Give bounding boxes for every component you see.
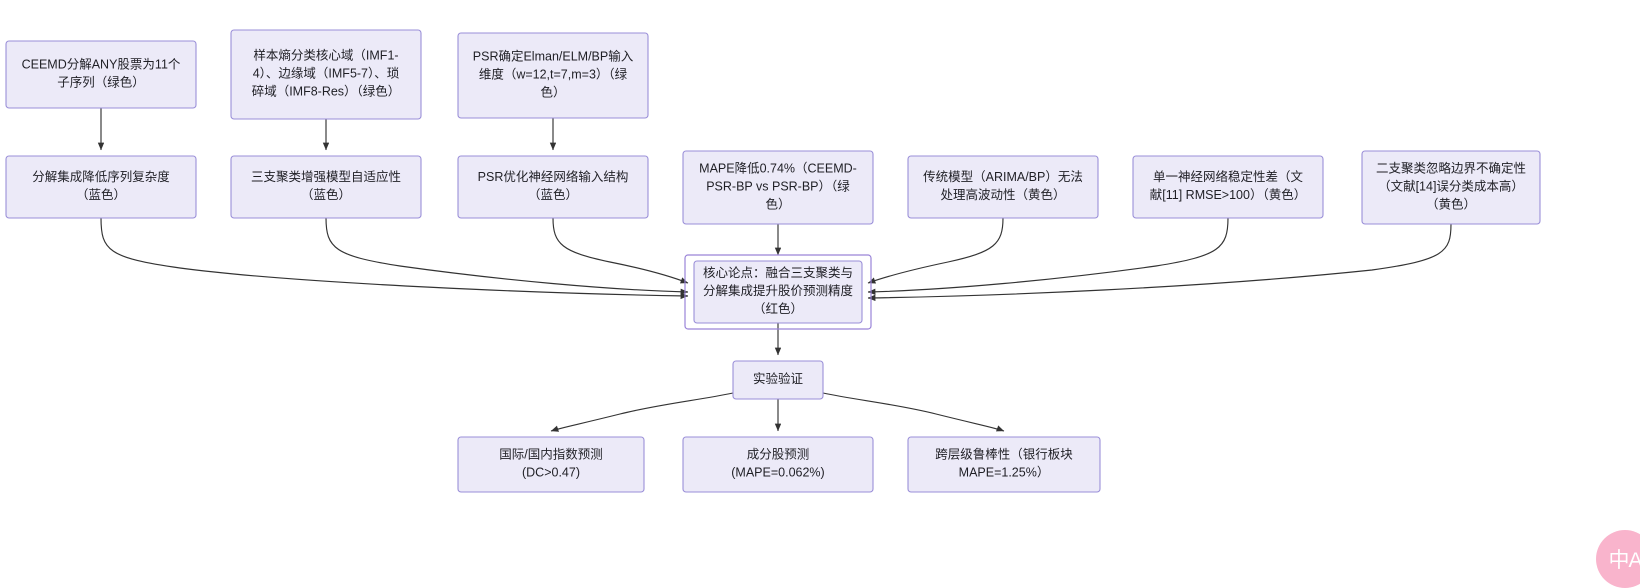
node-box: [907, 155, 1099, 219]
node-box: [693, 260, 863, 324]
node-label: 二支聚类忽略边界不确定性（文献[14]误分类成本高）（黄色）: [1376, 161, 1526, 212]
node-box: [230, 155, 422, 219]
nodes-layer: CEEMD分解ANY股票为11个子序列（绿色） 样本熵分类核心域（IMF1-4）、…: [5, 29, 1541, 493]
node-evidence-entropy[interactable]: 样本熵分类核心域（IMF1-4）、边缘域（IMF5-7）、琐碎域（IMF8-Re…: [230, 29, 422, 120]
node-box: [1361, 150, 1541, 225]
node-label: 三支聚类增强模型自适应性（蓝色）: [251, 169, 401, 202]
node-box: [732, 360, 824, 400]
node-box: [457, 32, 649, 119]
edge-experiment-to-result_robust: [822, 392, 1005, 432]
node-box: [682, 150, 874, 225]
node-label: 成分股预测(MAPE=0.062%): [731, 448, 824, 480]
edge-gap_traditional-to-core_claim: [867, 217, 1004, 284]
node-evidence-ceemd[interactable]: CEEMD分解ANY股票为11个子序列（绿色）: [5, 40, 197, 109]
node-label: PSR优化神经网络输入结构（蓝色）: [478, 169, 629, 202]
edge-experiment-to-result_index: [550, 392, 734, 432]
node-label: PSR确定Elman/ELM/BP输入维度（w=12,t=7,m=3）（绿色）: [473, 49, 634, 100]
node-experiment[interactable]: 实验验证: [732, 360, 824, 400]
node-label: 国际/国内指数预测(DC>0.47): [499, 447, 602, 480]
node-box: [457, 155, 649, 219]
edge-gap_singlenn-to-core_claim: [867, 217, 1229, 296]
node-claim-cluster[interactable]: 三支聚类增强模型自适应性（蓝色）: [230, 155, 422, 219]
node-claim-psr[interactable]: PSR优化神经网络输入结构（蓝色）: [457, 155, 649, 219]
node-label: 核心论点：融合三支聚类与分解集成提升股价预测精度（红色）: [703, 265, 854, 316]
node-box: [230, 29, 422, 120]
node-gap-singlenn[interactable]: 单一神经网络稳定性差（文献[11] RMSE>100）（黄色）: [1132, 155, 1324, 219]
node-gap-traditional[interactable]: 传统模型（ARIMA/BP）无法处理高波动性（黄色）: [907, 155, 1099, 219]
node-claim-mape[interactable]: MAPE降低0.74%（CEEMD-PSR-BP vs PSR-BP）（绿色）: [682, 150, 874, 225]
edge-claim_decomp-to-core_claim: [100, 217, 689, 300]
node-box: [457, 436, 645, 493]
node-result-stock[interactable]: 成分股预测(MAPE=0.062%): [682, 436, 874, 493]
node-box: [682, 436, 874, 493]
edge-claim_psr-to-core_claim: [552, 217, 689, 284]
node-label: 传统模型（ARIMA/BP）无法处理高波动性（黄色）: [923, 169, 1083, 202]
node-box: [907, 436, 1101, 493]
watermark-badge: 中A: [1596, 530, 1640, 588]
node-box: [1132, 155, 1324, 219]
edge-claim_cluster-to-core_claim: [325, 217, 689, 296]
node-box: [5, 155, 197, 219]
node-label: 分解集成降低序列复杂度（蓝色）: [32, 169, 170, 202]
node-evidence-psr[interactable]: PSR确定Elman/ELM/BP输入维度（w=12,t=7,m=3）（绿色）: [457, 32, 649, 119]
node-label: 样本熵分类核心域（IMF1-4）、边缘域（IMF5-7）、琐碎域（IMF8-Re…: [252, 48, 401, 99]
node-box: [5, 40, 197, 109]
core-claim-outer-border: [684, 254, 872, 330]
node-claim-decomp[interactable]: 分解集成降低序列复杂度（蓝色）: [5, 155, 197, 219]
node-gap-twoway[interactable]: 二支聚类忽略边界不确定性（文献[14]误分类成本高）（黄色）: [1361, 150, 1541, 225]
flowchart-canvas: CEEMD分解ANY股票为11个子序列（绿色） 样本熵分类核心域（IMF1-4）、…: [5, 29, 1640, 588]
node-label: 单一神经网络稳定性差（文献[11] RMSE>100）（黄色）: [1150, 169, 1306, 202]
node-label: CEEMD分解ANY股票为11个子序列（绿色）: [22, 58, 181, 90]
edges-layer: [97, 108, 1452, 432]
edge-gap_twoway-to-core_claim: [867, 223, 1452, 302]
flowchart-svg: CEEMD分解ANY股票为11个子序列（绿色） 样本熵分类核心域（IMF1-4）、…: [5, 29, 1541, 493]
node-label: 实验验证: [753, 371, 804, 386]
node-label: MAPE降低0.74%（CEEMD-PSR-BP vs PSR-BP）（绿色）: [699, 162, 857, 212]
node-core-claim[interactable]: 核心论点：融合三支聚类与分解集成提升股价预测精度（红色）: [684, 254, 872, 330]
node-result-index[interactable]: 国际/国内指数预测(DC>0.47): [457, 436, 645, 493]
